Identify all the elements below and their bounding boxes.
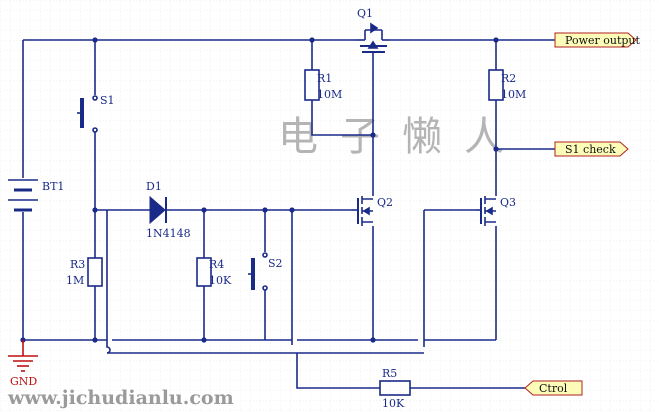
battery-bt1 [8, 179, 38, 212]
mosfet-q2 [352, 196, 373, 226]
port-s1-check: S1 check [554, 141, 629, 157]
r2-value: 10M [501, 88, 526, 101]
q2-label: Q2 [377, 196, 393, 209]
switch-s1 [77, 95, 98, 133]
watermark-chinese: 电子懒人 [278, 114, 526, 160]
d1-value: 1N4148 [146, 227, 191, 240]
q3-label: Q3 [500, 196, 516, 209]
diode-d1 [149, 195, 167, 225]
power-output-label: Power output [565, 34, 641, 47]
resistor-r3 [87, 257, 103, 287]
r4-value: 10K [209, 274, 232, 287]
mosfet-q1 [360, 22, 387, 53]
resistor-r5 [379, 380, 411, 396]
port-ctrol: Ctrol [524, 380, 583, 396]
q1-label: Q1 [357, 7, 373, 20]
ctrol-label: Ctrol [539, 382, 568, 395]
resistor-r4 [196, 257, 212, 287]
r4-ref: R4 [209, 258, 224, 271]
resistor-r2 [488, 69, 504, 101]
s1-check-label: S1 check [565, 143, 616, 156]
watermark-url: www.jichudianlu.com [7, 387, 234, 409]
resistor-r1 [304, 69, 320, 101]
r3-ref: R3 [70, 258, 85, 271]
s2-label: S2 [268, 257, 283, 270]
bt1-label: BT1 [42, 180, 64, 193]
r2-ref: R2 [501, 72, 516, 85]
gnd-label: GND [10, 375, 37, 388]
r3-value: 1M [66, 274, 84, 287]
mosfet-q3 [476, 196, 496, 226]
r1-ref: R1 [317, 72, 332, 85]
r1-value: 10M [317, 88, 342, 101]
ground-symbol [8, 340, 38, 372]
r5-ref: R5 [382, 367, 397, 380]
d1-ref: D1 [146, 180, 162, 193]
r5-value: 10K [382, 397, 405, 410]
port-power-output: Power output [554, 32, 641, 48]
s1-label: S1 [100, 94, 115, 107]
switch-s2 [248, 252, 268, 291]
